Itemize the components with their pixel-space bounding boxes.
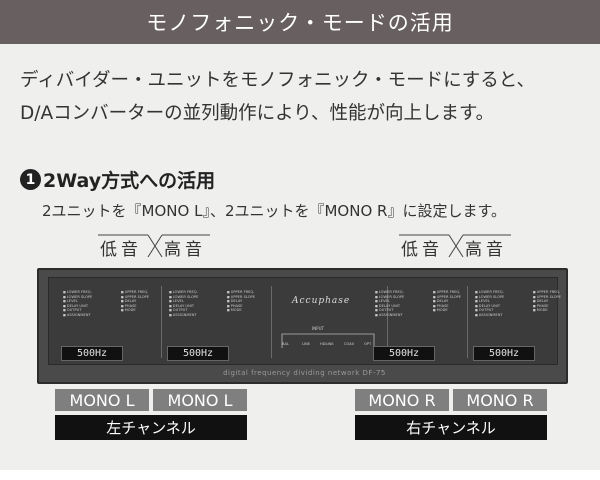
module-label: OUTPUT [475,309,504,313]
mono-l-unit-1: MONO L [55,389,149,411]
module-label: UPPER FREQ. [433,290,461,295]
module-label: DELAY [533,300,561,304]
module-label: MODE [533,309,561,313]
frequency-display: 500Hz [373,346,435,361]
module-label: UPPER FREQ. [121,290,149,295]
low-label-right: 低音 [401,240,443,260]
module-label: ASSIGNMENT [475,313,504,318]
low-label-left: 低音 [100,240,142,260]
module-label: UPPER SLOPE [433,295,461,300]
module-label: LEVEL [169,300,198,304]
high-label-right: 高音 [465,240,507,260]
header-title: モノフォニック・モードの活用 [146,11,454,35]
intro-text: ディバイダー・ユニットをモノフォニック・モードにすると、 D/Aコンバーターの並… [20,64,590,130]
module-label: LOWER SLOPE [63,295,93,300]
right-channel-bar: 右チャンネル [355,415,547,440]
module-label: LOWER SLOPE [375,295,405,300]
module-label: LEVEL [63,300,92,304]
mono-l-unit-2: MONO L [153,389,247,411]
module-label: DELAY [433,300,461,304]
module-label: DELAY [227,300,255,304]
module-label: LOWER FREQ. [169,290,198,295]
input-label: INPUT [312,326,324,331]
module-label: ASSIGNMENT [63,313,92,318]
module-label: DELAY UNIT [63,304,92,309]
intro-line-1: ディバイダー・ユニットをモノフォニック・モードにすると、 [20,70,536,91]
section-number-badge: 1 [20,169,41,190]
module-divider [271,286,272,358]
module-label: DELAY [121,300,149,304]
module-label: LOWER FREQ. [475,290,504,295]
module-label: PHASE [433,304,461,309]
module-label: UPPER FREQ. [533,290,561,295]
module-label: UPPER SLOPE [227,295,255,300]
header-banner: モノフォニック・モードの活用 [0,0,600,44]
front-panel-face: LOWER FREQ. LOWER SLOPE LEVEL DELAY UNIT… [48,277,561,366]
module-label: LEVEL [375,300,404,304]
module-label: MODE [433,309,461,313]
input-selector-line[interactable]: LINE [302,342,311,346]
module-label: DELAY UNIT [375,304,404,309]
divider-module: LOWER FREQ. LOWER SLOPE LEVEL DELAY UNIT… [371,286,463,361]
high-label-left: 高音 [164,240,206,260]
module-label: LOWER FREQ. [63,290,92,295]
frequency-display: 500Hz [61,346,123,361]
module-label: UPPER SLOPE [533,295,561,300]
section-heading: 1 2Way方式への活用 [20,166,215,193]
module-label: MODE [227,309,255,313]
divider-module: LOWER FREQ. LOWER SLOPE LEVEL DELAY UNIT… [471,286,563,361]
brand-logo: Accuphase [292,296,351,306]
input-bracket-icon [281,333,375,348]
section-subtitle: 2ユニットを『MONO L』、2ユニットを『MONO R』に設定します。 [42,202,506,220]
band-divider-right-icon [399,234,511,258]
section-title: 2Way方式への活用 [43,170,216,192]
mono-r-unit-2: MONO R [453,389,547,411]
center-control-section: Accuphase INPUT BAL LINE HDLINK COAX OPT [274,278,386,366]
module-label: ASSIGNMENT [169,313,198,318]
module-label: UPPER SLOPE [121,295,149,300]
band-label-right: 低音 高音 [397,234,521,260]
divider-module: LOWER FREQ. LOWER SLOPE LEVEL DELAY UNIT… [59,286,151,361]
input-selector-hdlink[interactable]: HDLINK [320,342,334,346]
frequency-display: 500Hz [167,346,229,361]
module-divider [161,286,162,358]
input-selector-opt[interactable]: OPT [364,342,372,346]
module-label: DELAY UNIT [169,304,198,309]
mono-r-unit-1: MONO R [355,389,449,411]
module-divider [467,286,468,358]
module-label: ASSIGNMENT [375,313,404,318]
module-label: MODE [121,309,149,313]
band-label-left: 低音 高音 [96,234,220,260]
module-label: LOWER FREQ. [375,290,404,295]
module-label: LEVEL [475,300,504,304]
module-label: PHASE [121,304,149,309]
module-label: PHASE [227,304,255,309]
module-divider [387,286,388,358]
module-label: UPPER FREQ. [227,290,255,295]
band-divider-left-icon [98,234,210,258]
input-selector-coax[interactable]: COAX [344,342,355,346]
module-label: OUTPUT [169,309,198,313]
module-label: LOWER SLOPE [169,295,199,300]
divider-unit-front-panel: LOWER FREQ. LOWER SLOPE LEVEL DELAY UNIT… [37,268,568,384]
module-label: OUTPUT [63,309,92,313]
intro-line-2: D/Aコンバーターの並列動作により、性能が向上します。 [20,103,495,124]
input-selector-bal[interactable]: BAL [282,342,289,346]
module-label: OUTPUT [375,309,404,313]
module-label: PHASE [533,304,561,309]
device-caption: digital frequency dividing network DF-75 [223,369,386,377]
module-label: DELAY UNIT [475,304,504,309]
frequency-display: 500Hz [473,346,535,361]
divider-module: LOWER FREQ. LOWER SLOPE LEVEL DELAY UNIT… [165,286,257,361]
left-channel-bar: 左チャンネル [55,415,247,440]
module-label: LOWER SLOPE [475,295,505,300]
